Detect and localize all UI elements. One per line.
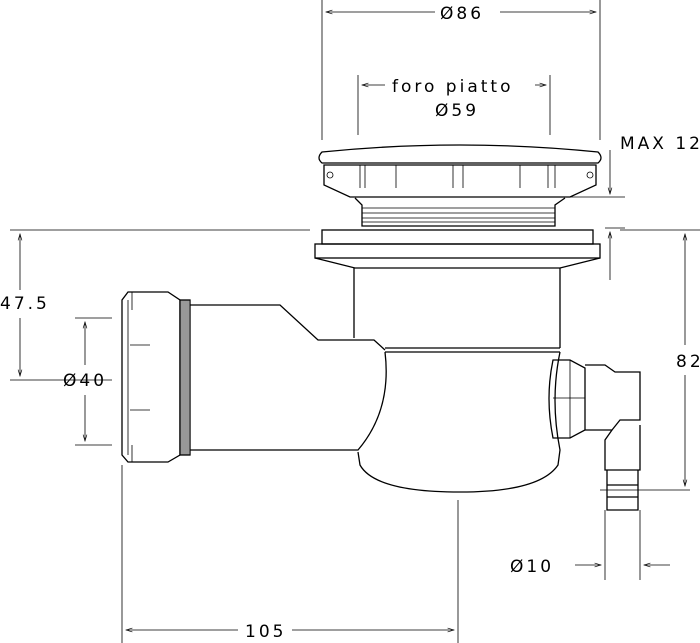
flange (314, 229, 601, 269)
dim-outlet-diameter: Ø40 (63, 371, 107, 391)
dim-outlet-height: 47.5 (0, 294, 50, 314)
dim-tray-hole-diameter: Ø59 (435, 101, 479, 121)
trap-body (190, 268, 561, 493)
dim-top-diameter: Ø86 (440, 4, 484, 24)
dimension-lines (10, 0, 700, 643)
side-outlet (121, 291, 386, 463)
dim-max-thickness: MAX 12 (620, 134, 700, 154)
dim-outlet-length: 105 (245, 622, 286, 642)
hose-spigot (548, 359, 641, 511)
drain-cap (318, 144, 602, 198)
dim-spigot-diameter: Ø10 (510, 557, 554, 577)
dim-total-height: 82 (676, 352, 700, 372)
thread (354, 197, 566, 227)
dim-tray-hole-label: foro piatto (392, 77, 513, 97)
